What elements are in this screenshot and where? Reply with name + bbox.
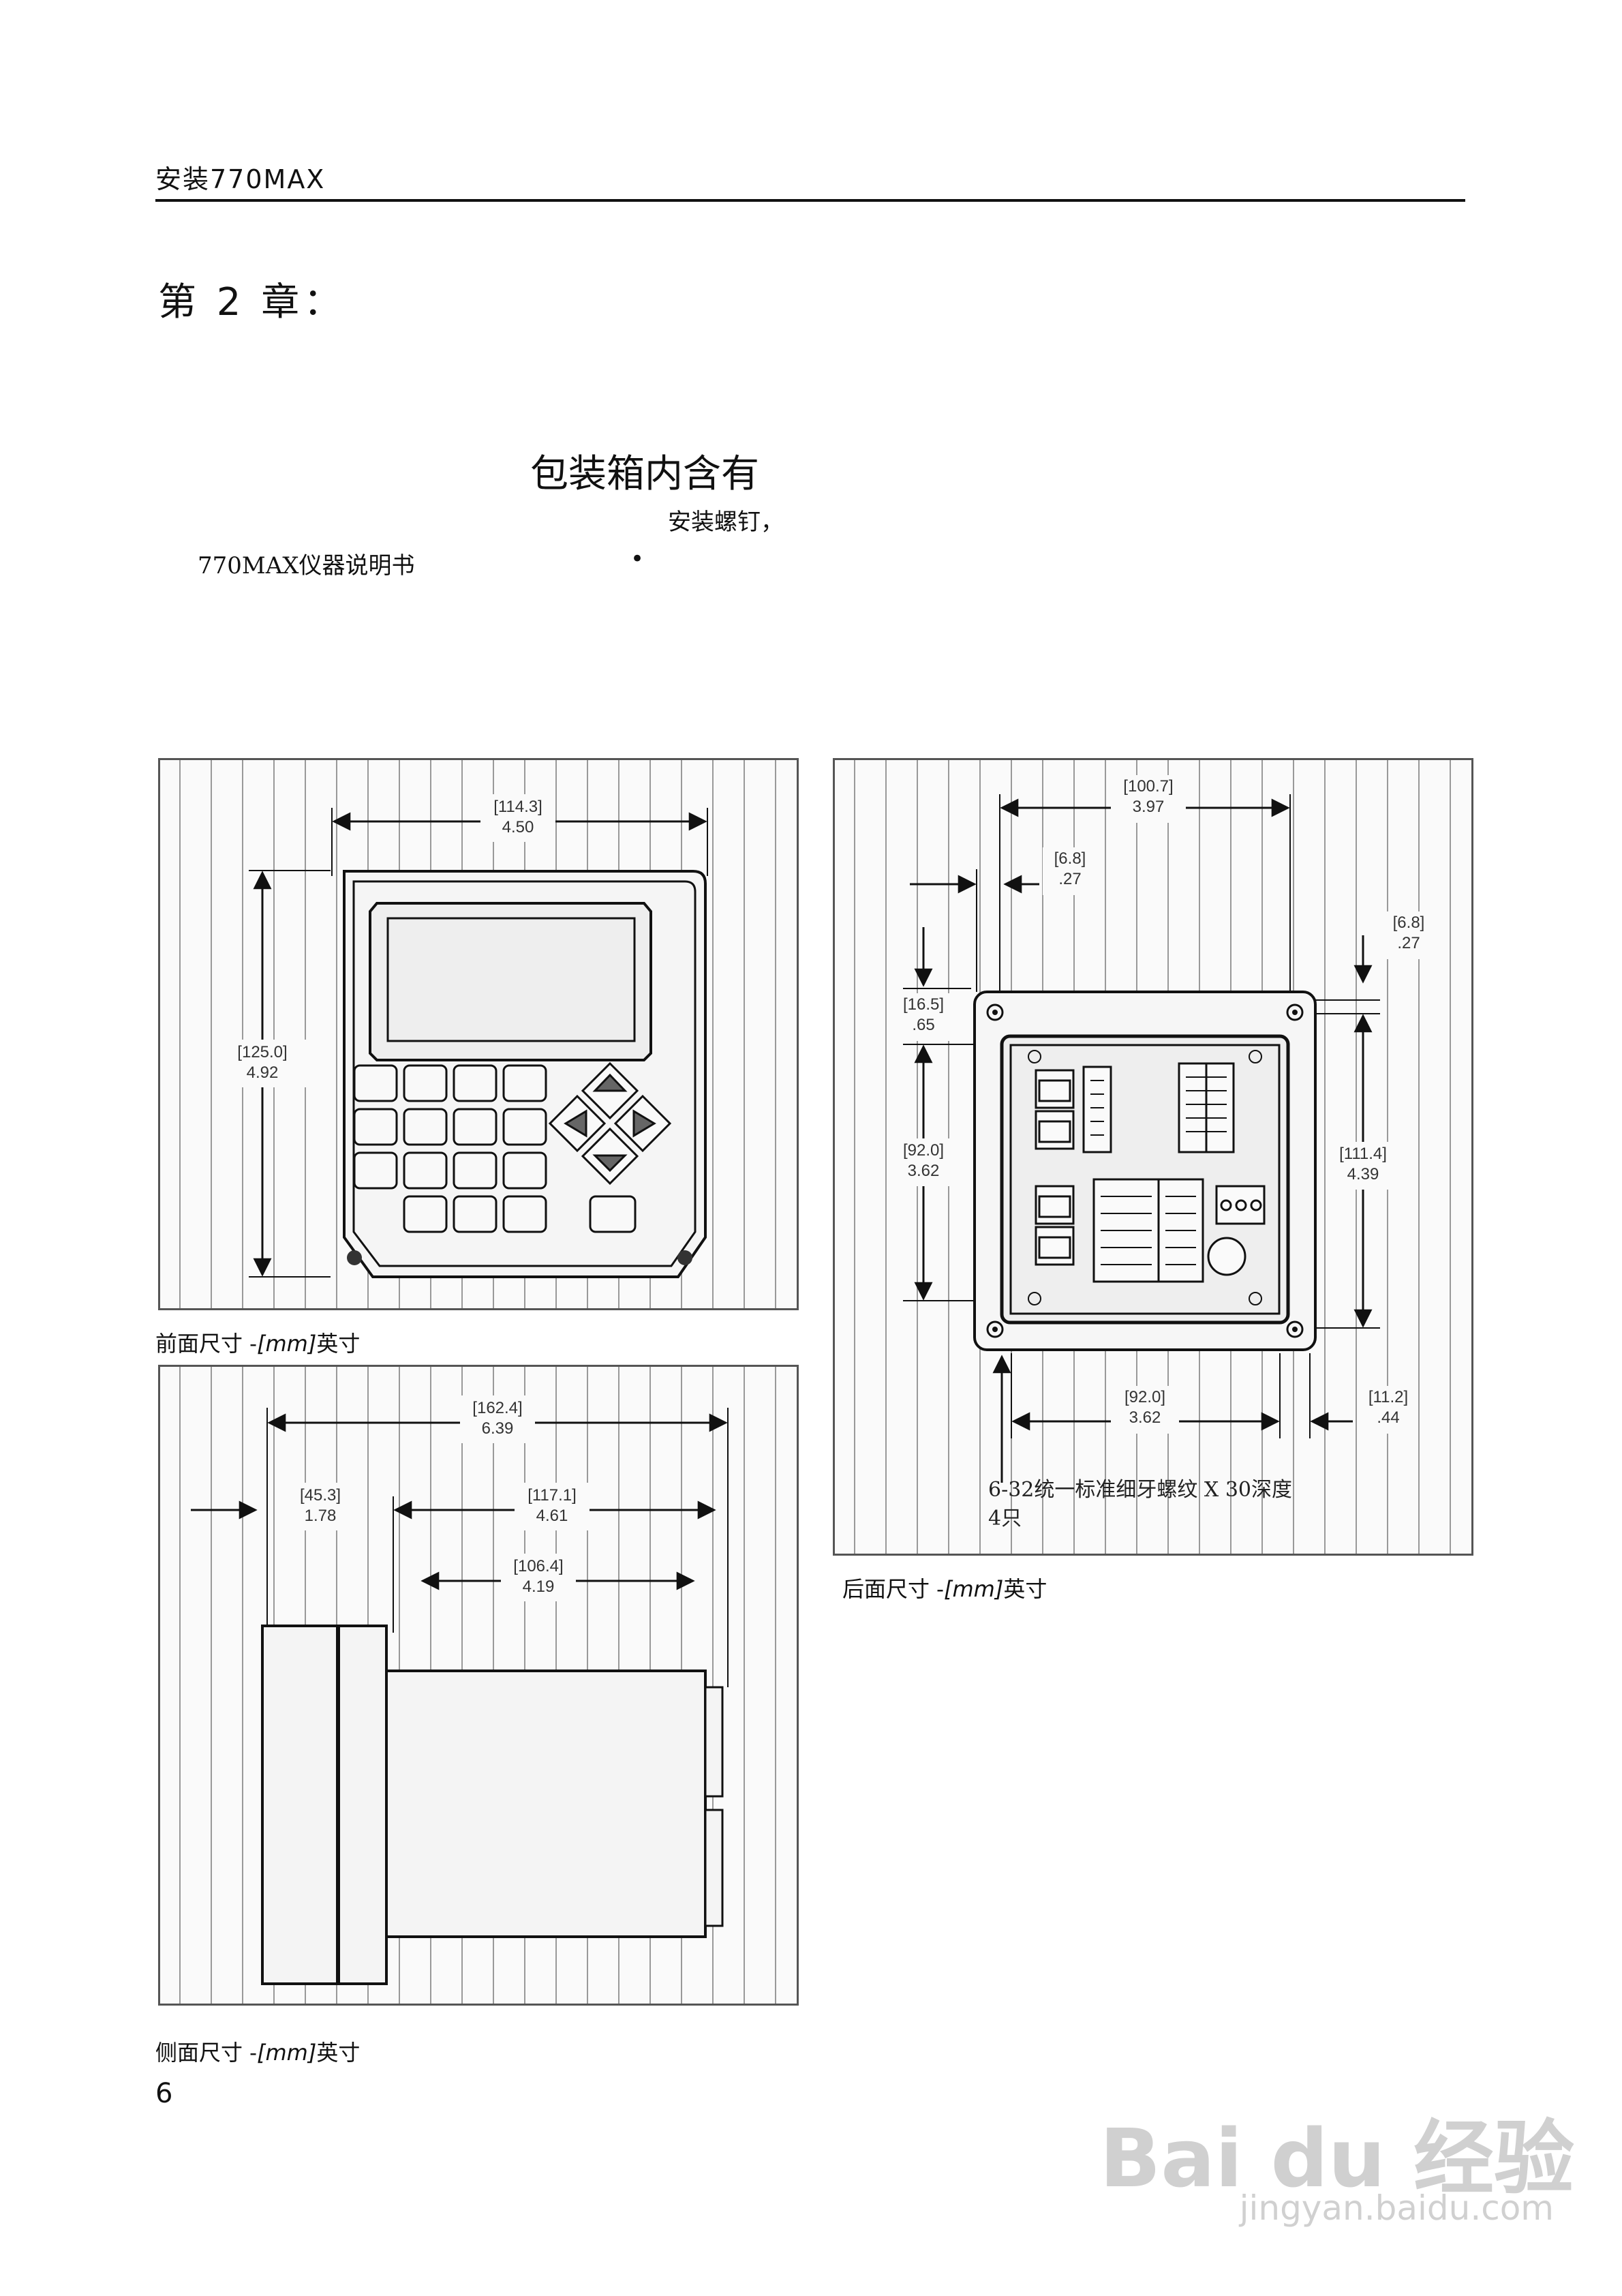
arrow-keys [548,1061,672,1185]
front-view-drawing: [114.3] 4.50 [125.0] 4.92 [218,794,708,1278]
rear-bottom-in: 3.62 [1129,1408,1161,1427]
side-body-mm: [117.1] [527,1486,577,1505]
rear-left-off-mm: [6.8] [1054,849,1086,868]
chapter-heading: 第 2 章： [158,280,346,324]
rear-top-off-in: .65 [912,1016,934,1034]
rear-right-off-in: .27 [1397,934,1420,952]
side-body-in: 4.61 [536,1507,568,1525]
rear-left-off-in: .27 [1058,870,1081,888]
side-front-bezel [261,1625,339,1985]
rear-screw-note-line1: 6-32统一标准细牙螺纹 X 30深度 [988,1478,1292,1502]
rear-right-h-mm: [111.4] [1339,1145,1387,1163]
rear-top-mm: [100.7] [1123,777,1173,796]
rear-top-off-mm: [16.5] [903,995,944,1014]
rear-bottom-off-mm: [11.2] [1368,1388,1408,1406]
contents-item-manual: 770MAX仪器说明书 [198,552,415,579]
front-height-in: 4.92 [247,1063,279,1082]
rear-right-off-mm: [6.8] [1393,913,1425,932]
side-view-figure: [162.4] 6.39 [45.3] 1.78 [117.1] 4.61 [1… [158,1365,799,2006]
header-rule [155,199,1465,202]
rear-left-h-in: 3.62 [908,1162,940,1180]
package-contents-title: 包装箱内含有 [530,452,759,496]
rear-right-h-in: 4.39 [1347,1165,1379,1183]
rear-top-in: 3.97 [1133,798,1165,816]
side-front-mm: [45.3] [300,1486,341,1505]
front-view-caption: 前面尺寸 -[mm]英寸 [155,1331,361,1357]
rear-bottom-off-in: .44 [1377,1408,1399,1427]
running-header: 安装770MAX [155,164,326,194]
side-front-in: 1.78 [305,1507,337,1525]
rear-screw-note-line2: 4只 [988,1507,1022,1530]
side-total-mm: [162.4] [472,1399,522,1417]
keypad [353,1064,637,1233]
side-view-drawing: [162.4] 6.39 [45.3] 1.78 [117.1] 4.61 [1… [191,1395,729,1985]
rear-bottom-mm: [92.0] [1124,1388,1165,1406]
rear-view-drawing: [100.7] 3.97 [6.8] .27 [6.8] .27 [16.5] … [893,775,1438,1530]
baidu-watermark-url: jingyan.baidu.com [1239,2188,1554,2228]
front-height-mm: [125.0] [237,1043,287,1061]
screw-icon [347,1250,362,1265]
screw-icon [677,1250,692,1265]
rear-left-h-mm: [92.0] [903,1141,944,1160]
side-total-in: 6.39 [482,1419,514,1438]
side-housing [385,1670,707,1938]
lcd-display [369,902,652,1061]
front-width-in: 4.50 [502,818,534,836]
page-number: 6 [155,2078,173,2109]
baidu-watermark-logo: Bai du 经验 [1099,2111,1574,2205]
front-width-mm: [114.3] [493,798,542,816]
rear-view-figure: [100.7] 3.97 [6.8] .27 [6.8] .27 [16.5] … [833,758,1473,1556]
contents-item-screws: 安装螺钉， [668,509,784,536]
rear-view-caption: 后面尺寸 -[mm]英寸 [842,1576,1047,1602]
front-view-figure: [114.3] 4.50 [125.0] 4.92 [158,758,799,1310]
side-panel-in: 4.19 [523,1577,555,1596]
side-view-caption: 侧面尺寸 -[mm]英寸 [155,2040,361,2066]
list-bullet: • [630,545,645,573]
side-panel-mm: [106.4] [513,1557,563,1575]
